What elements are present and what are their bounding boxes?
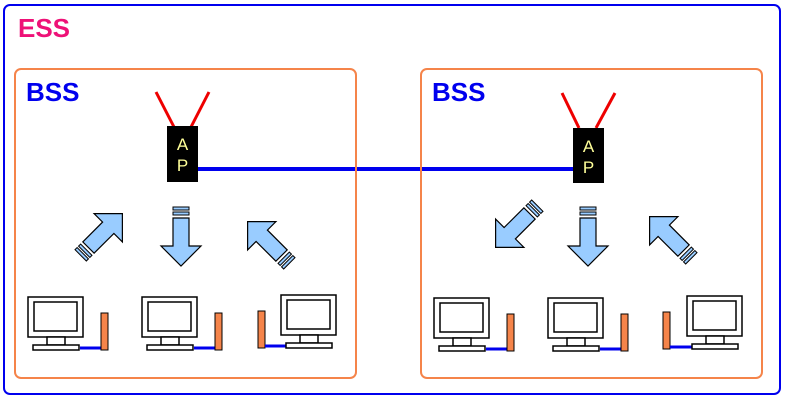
bss-label: BSS xyxy=(432,77,485,107)
wireless-adapter-icon xyxy=(506,313,515,352)
wireless-adapter-icon xyxy=(662,311,671,350)
access-point: A P xyxy=(154,91,211,182)
wireless-adapter-icon xyxy=(100,312,109,351)
ap-label-a: A xyxy=(177,135,189,154)
station-2 xyxy=(141,296,223,351)
arrow-down-left-icon xyxy=(480,190,553,263)
arrow-up-left-icon xyxy=(634,201,707,274)
ap-label-a: A xyxy=(583,137,595,156)
wireless-adapter-icon xyxy=(214,312,223,351)
computer-icon xyxy=(547,297,604,352)
station-6 xyxy=(662,295,743,350)
bss-boundary xyxy=(14,68,357,379)
computer-icon xyxy=(141,296,198,351)
computer-icon xyxy=(686,295,743,350)
ap-label-p: P xyxy=(177,156,188,175)
bss-label: BSS xyxy=(26,77,79,107)
ess-boundary xyxy=(3,4,781,395)
computer-icon xyxy=(280,294,337,349)
ap-label-p: P xyxy=(583,158,594,177)
arrow-up-left-icon xyxy=(232,206,305,279)
arrow-up-right-icon xyxy=(65,198,138,271)
arrow-down-icon xyxy=(160,206,202,267)
arrow-down-icon xyxy=(567,206,609,267)
ess-label: ESS xyxy=(18,13,70,43)
station-5 xyxy=(547,297,629,352)
wireless-adapter-icon xyxy=(257,310,266,349)
station-3 xyxy=(257,294,337,349)
antenna-icon xyxy=(560,92,581,129)
station-1 xyxy=(27,296,109,351)
computer-icon xyxy=(27,296,84,351)
antenna-icon xyxy=(189,91,211,128)
bss-1: BSS A P xyxy=(14,68,357,379)
ap-body xyxy=(167,126,198,182)
antenna-icon xyxy=(154,91,176,128)
access-point: A P xyxy=(560,92,617,183)
wireless-adapter-icon xyxy=(620,313,629,352)
computer-icon xyxy=(433,297,490,352)
antenna-icon xyxy=(594,92,617,129)
ap-body xyxy=(573,128,604,183)
bss-2: BSS A P xyxy=(420,68,763,379)
station-4 xyxy=(433,297,515,352)
bss-boundary xyxy=(420,68,763,379)
